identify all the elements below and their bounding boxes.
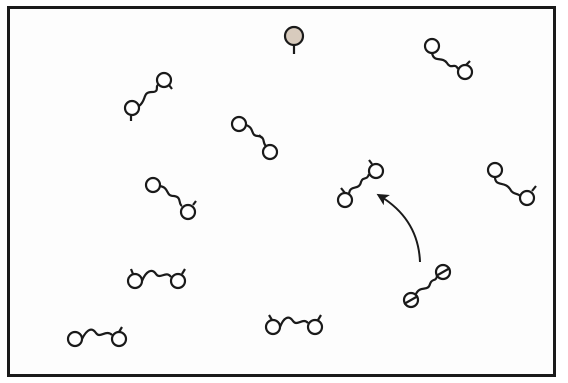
bonded-pair-icon [146, 178, 196, 219]
bonded-pair-icon [488, 163, 536, 205]
single-atom-icon [285, 27, 303, 54]
bonded-pair-icon [125, 73, 172, 121]
bonded-pair-icon [232, 117, 277, 159]
bonded-pair-icon [266, 315, 322, 334]
curved-arrow-icon [380, 196, 420, 262]
bonded-pair-icon [338, 160, 383, 207]
bonded-pair-icon [425, 39, 472, 79]
bonded-pair-icon [128, 269, 185, 288]
bonded-pair-icon [68, 327, 126, 346]
crossed-pair-icon [404, 265, 450, 307]
